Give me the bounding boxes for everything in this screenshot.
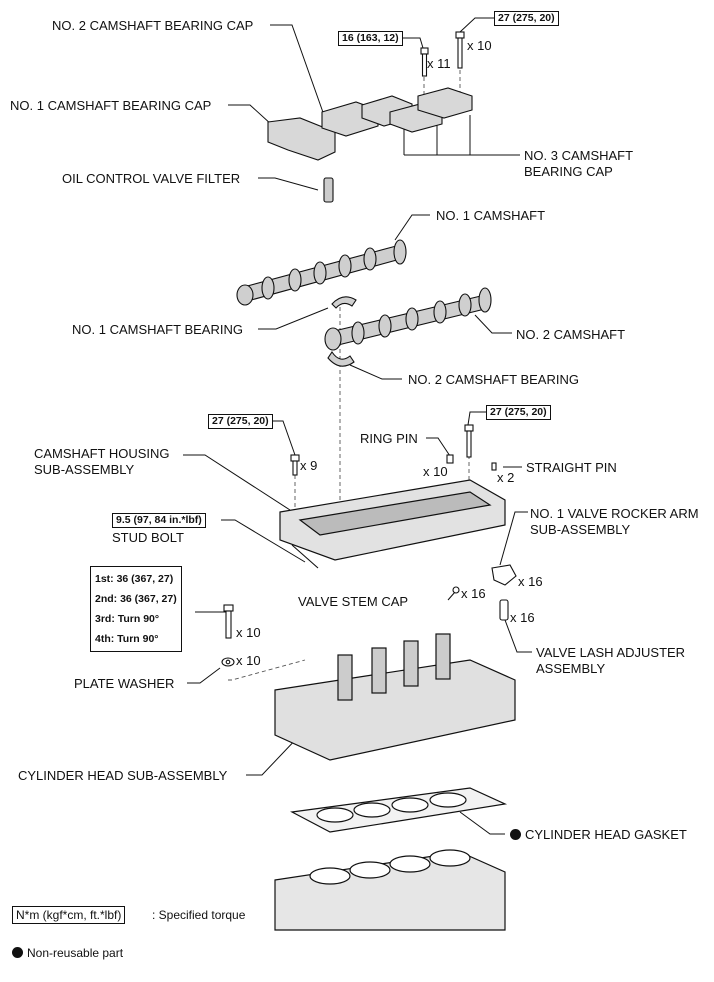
torque-cap-bolt-16: 16 (163, 12) [338, 31, 403, 46]
cylinder-head-gasket-part [290, 787, 508, 833]
housing-bolt-right [464, 424, 474, 458]
head-bolt [223, 604, 234, 639]
qty-straight-pin: x 2 [497, 470, 515, 485]
legend-torque-unit: N*m (kgf*cm, ft.*lbf) [12, 906, 126, 924]
legend-non-reusable: Non-reusable part [12, 946, 123, 961]
leader-no3-cap [469, 115, 520, 156]
rocker-arm-part [491, 564, 517, 586]
leader-no1-bearing [258, 307, 329, 330]
label-valve-lash-adjuster: VALVE LASH ADJUSTER [536, 645, 686, 660]
non-reusable-legend-dot-icon [12, 947, 23, 958]
ocv-filter-part [323, 177, 334, 203]
leader-no1-camshaft [394, 214, 430, 241]
valve-stem-cap-part [452, 586, 460, 594]
leader-no2-bearing [349, 364, 402, 380]
torque-stud-bolt: 9.5 (97, 84 in.*lbf) [112, 513, 206, 528]
torque-step-4: 4th: Turn 90° [95, 633, 159, 645]
label-stud-bolt: STUD BOLT [112, 530, 184, 545]
leader-stud-bolt [221, 519, 306, 563]
legend-specified-torque: : Specified torque [152, 908, 246, 922]
leader-rocker [499, 511, 528, 566]
label-lash-assembly: ASSEMBLY [536, 661, 606, 676]
leader-torque-b [459, 17, 494, 33]
leader-no2-cap [270, 24, 326, 119]
torque-housing-right: 27 (275, 20) [486, 405, 551, 420]
ring-pin-part [446, 454, 454, 464]
label-valve-stem-cap: VALVE STEM CAP [298, 594, 409, 609]
label-housing-sub-assembly: SUB-ASSEMBLY [34, 462, 135, 477]
label-no1-valve-rocker-arm: NO. 1 VALVE ROCKER ARM [530, 506, 699, 521]
leader-ocv-filter [258, 177, 319, 191]
torque-step-3: 3rd: Turn 90° [95, 613, 160, 625]
leader-ring-pin [426, 437, 451, 457]
label-no2-camshaft: NO. 2 CAMSHAFT [516, 327, 626, 342]
label-cylinder-head-gasket: CYLINDER HEAD GASKET [510, 827, 687, 842]
leader-gasket [459, 811, 505, 835]
label-camshaft-housing: CAMSHAFT HOUSING [34, 446, 170, 461]
leader-torque-housing-r [467, 411, 486, 426]
label-rocker-sub-assembly: SUB-ASSEMBLY [530, 522, 631, 537]
no3-cap-c [417, 87, 473, 119]
no2-camshaft-part [324, 287, 492, 351]
leader-cyl-head [246, 734, 301, 776]
torque-step-1: 1st: 36 (367, 27) [95, 573, 174, 585]
no1-cap-part [267, 117, 336, 161]
no2-bearing-part [327, 351, 355, 367]
qty-lash-adjuster: x 16 [510, 610, 535, 625]
label-straight-pin: STRAIGHT PIN [526, 460, 617, 475]
stud-bolt-part [291, 544, 319, 569]
label-no3-bearing-cap: BEARING CAP [524, 164, 613, 179]
leader-no1-cap [228, 104, 273, 126]
bearing-caps [267, 87, 473, 161]
bolts [221, 31, 517, 667]
housing-bolt-left [290, 454, 300, 476]
lash-adjuster-part [499, 599, 509, 621]
torque-cap-bolt-27: 27 (275, 20) [494, 11, 559, 26]
qty-ring-pin: x 10 [423, 464, 448, 479]
leader-stem-cap [447, 591, 456, 601]
label-no3-camshaft: NO. 3 CAMSHAFT [524, 148, 634, 163]
qty-cap-bolt-27: x 10 [467, 38, 492, 53]
bearings [327, 296, 357, 367]
no1-bearing-part [331, 296, 357, 309]
leader-lash [504, 619, 532, 653]
cap-bolt-16 [420, 47, 429, 77]
gasket-text: CYLINDER HEAD GASKET [525, 827, 687, 842]
qty-head-bolt: x 10 [236, 625, 261, 640]
non-reusable-text: Non-reusable part [27, 946, 124, 960]
straight-pin-part [491, 462, 497, 471]
label-plate-washer: PLATE WASHER [74, 676, 175, 691]
label-no1-camshaft-bearing: NO. 1 CAMSHAFT BEARING [72, 322, 243, 337]
cylinder-head-part [274, 659, 516, 761]
qty-plate-washer: x 10 [236, 653, 261, 668]
torque-housing-left: 27 (275, 20) [208, 414, 273, 429]
label-no1-camshaft-bearing-cap: NO. 1 CAMSHAFT BEARING CAP [10, 98, 212, 113]
qty-cap-bolt-16: x 11 [427, 56, 451, 71]
non-reusable-dot-icon [510, 829, 521, 840]
cylinder-block-part [274, 849, 506, 931]
cap-bolt-27 [455, 31, 465, 69]
label-ring-pin: RING PIN [360, 431, 418, 446]
housing-and-head [274, 479, 516, 931]
leader-no2-camshaft [474, 314, 512, 334]
qty-housing-bolt: x 9 [300, 458, 318, 473]
leader-washer [187, 667, 221, 684]
qty-rocker-arm: x 16 [518, 574, 543, 589]
plate-washer-hole [225, 659, 231, 665]
camshafts [236, 239, 492, 351]
leader-housing [183, 454, 291, 511]
no1-camshaft-part [236, 239, 407, 306]
leader-lines [183, 17, 532, 835]
torque-step-2: 2nd: 36 (367, 27) [95, 593, 177, 605]
qty-valve-stem-cap: x 16 [461, 586, 486, 601]
label-oil-control-valve-filter: OIL CONTROL VALVE FILTER [62, 171, 241, 186]
label-no1-camshaft: NO. 1 CAMSHAFT [436, 208, 546, 223]
label-cylinder-head-sub-assembly: CYLINDER HEAD SUB-ASSEMBLY [18, 768, 228, 783]
torque-head-bolt-steps: 1st: 36 (367, 27) 2nd: 36 (367, 27) 3rd:… [90, 566, 182, 652]
label-no2-camshaft-bearing-cap: NO. 2 CAMSHAFT BEARING CAP [52, 18, 254, 33]
label-no2-camshaft-bearing: NO. 2 CAMSHAFT BEARING [408, 372, 579, 387]
